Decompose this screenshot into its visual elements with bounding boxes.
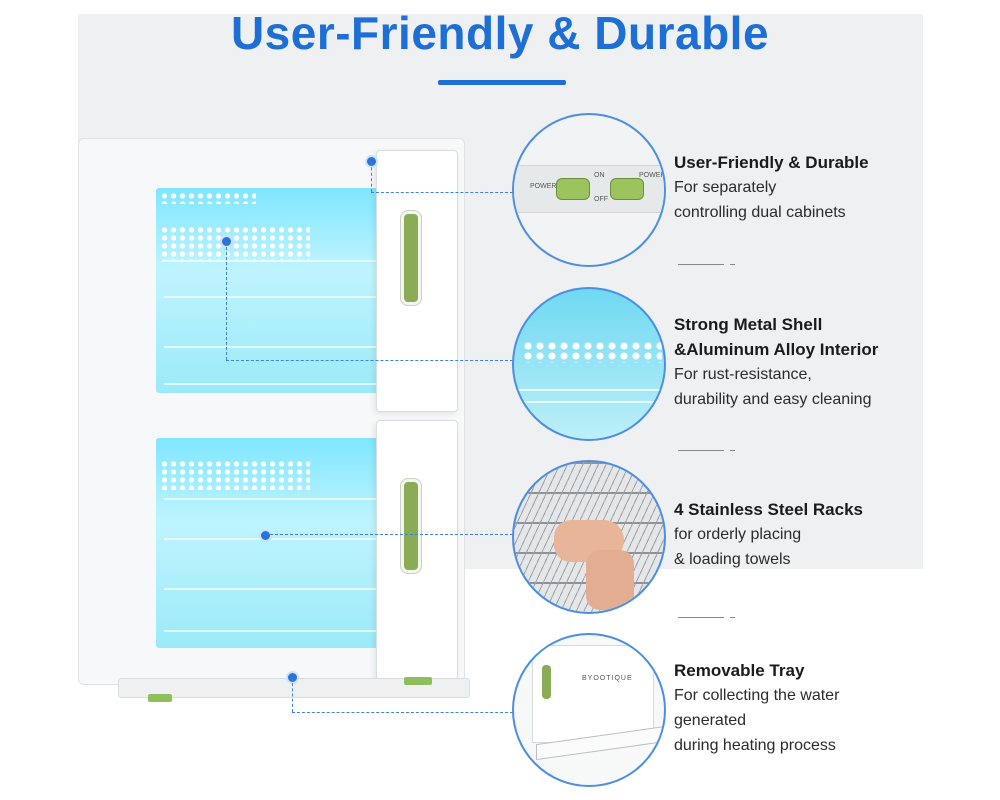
rack	[164, 588, 448, 590]
power-switch-right[interactable]	[610, 178, 644, 200]
feature-image-steel-racks	[512, 460, 666, 614]
rack-closeup	[514, 389, 664, 391]
leader-line	[292, 712, 513, 713]
feature-divider-dot	[730, 264, 735, 265]
lower-door-handle[interactable]	[401, 479, 421, 573]
feature-divider-dot	[730, 450, 735, 451]
upper-door[interactable]	[376, 150, 458, 412]
feature-divider	[678, 450, 724, 451]
feature-image-power-switch: POWER ON OFF POWER	[512, 113, 666, 267]
rack	[164, 498, 448, 500]
rack-closeup	[514, 401, 664, 403]
brand-logo-mini: BYOOTIQUE	[582, 675, 633, 682]
feature-desc: For collecting the water	[674, 687, 840, 704]
feature-desc: For separately	[674, 179, 777, 196]
leader-line	[371, 192, 513, 193]
page-title: User-Friendly & Durable	[230, 7, 770, 59]
power-switch-left[interactable]	[556, 178, 590, 200]
callout-dot-racks	[259, 529, 272, 542]
rack	[164, 630, 448, 632]
cabinet-foot-left	[148, 694, 172, 702]
feature-desc: & loading towels	[674, 551, 791, 568]
feature-user-friendly: User-Friendly & Durable For separately c…	[674, 150, 869, 225]
feature-desc: during heating process	[674, 737, 836, 754]
feature-title: 4 Stainless Steel Racks	[674, 500, 864, 519]
rack	[164, 260, 448, 262]
on-label: ON	[594, 172, 605, 179]
upper-door-handle[interactable]	[401, 211, 421, 305]
feature-title: &Aluminum Alloy Interior	[674, 340, 879, 359]
upper-uv-lamp-array	[160, 226, 310, 262]
feature-desc: generated	[674, 712, 747, 729]
power-label-left: POWER	[530, 183, 557, 190]
feature-steel-racks: 4 Stainless Steel Racks for orderly plac…	[674, 497, 863, 572]
uv-lamp-closeup	[522, 341, 662, 363]
feature-desc: durability and easy cleaning	[674, 391, 872, 408]
rack	[164, 296, 448, 298]
feature-metal-shell: Strong Metal Shell &Aluminum Alloy Inter…	[674, 312, 878, 412]
upper-uv-lamp	[160, 192, 256, 204]
switch-panel: POWER ON OFF POWER	[514, 165, 664, 213]
feature-divider	[678, 617, 724, 618]
cabinet-illustration	[78, 138, 470, 702]
leader-line	[270, 534, 513, 535]
leader-line	[292, 678, 293, 712]
feature-removable-tray: Removable Tray For collecting the water …	[674, 658, 839, 758]
title-underline	[438, 80, 566, 85]
feature-title: Strong Metal Shell	[674, 315, 823, 334]
feature-desc: controlling dual cabinets	[674, 204, 846, 221]
feature-divider	[678, 264, 724, 265]
feature-title: User-Friendly & Durable	[674, 153, 869, 172]
power-label-right: POWER	[639, 172, 666, 179]
tray-cabinet-side	[532, 645, 654, 743]
leader-line	[371, 162, 372, 192]
feature-image-uv-interior	[512, 287, 666, 441]
feature-title: Removable Tray	[674, 661, 805, 680]
rack	[164, 538, 448, 540]
feature-desc: for orderly placing	[674, 526, 802, 543]
feature-divider-dot	[730, 617, 735, 618]
rack	[164, 346, 448, 348]
feature-image-drip-tray: BYOOTIQUE	[512, 633, 666, 787]
lower-uv-lamp-array	[160, 460, 310, 490]
hand-wrist	[586, 550, 634, 610]
feature-desc: For rust-resistance,	[674, 366, 812, 383]
lower-door[interactable]	[376, 420, 458, 680]
rack	[164, 383, 448, 385]
leader-line	[226, 242, 227, 360]
cabinet-foot-right	[404, 677, 432, 685]
tray-handle-icon	[542, 665, 551, 699]
off-label: OFF	[594, 196, 608, 203]
leader-line	[226, 360, 513, 361]
